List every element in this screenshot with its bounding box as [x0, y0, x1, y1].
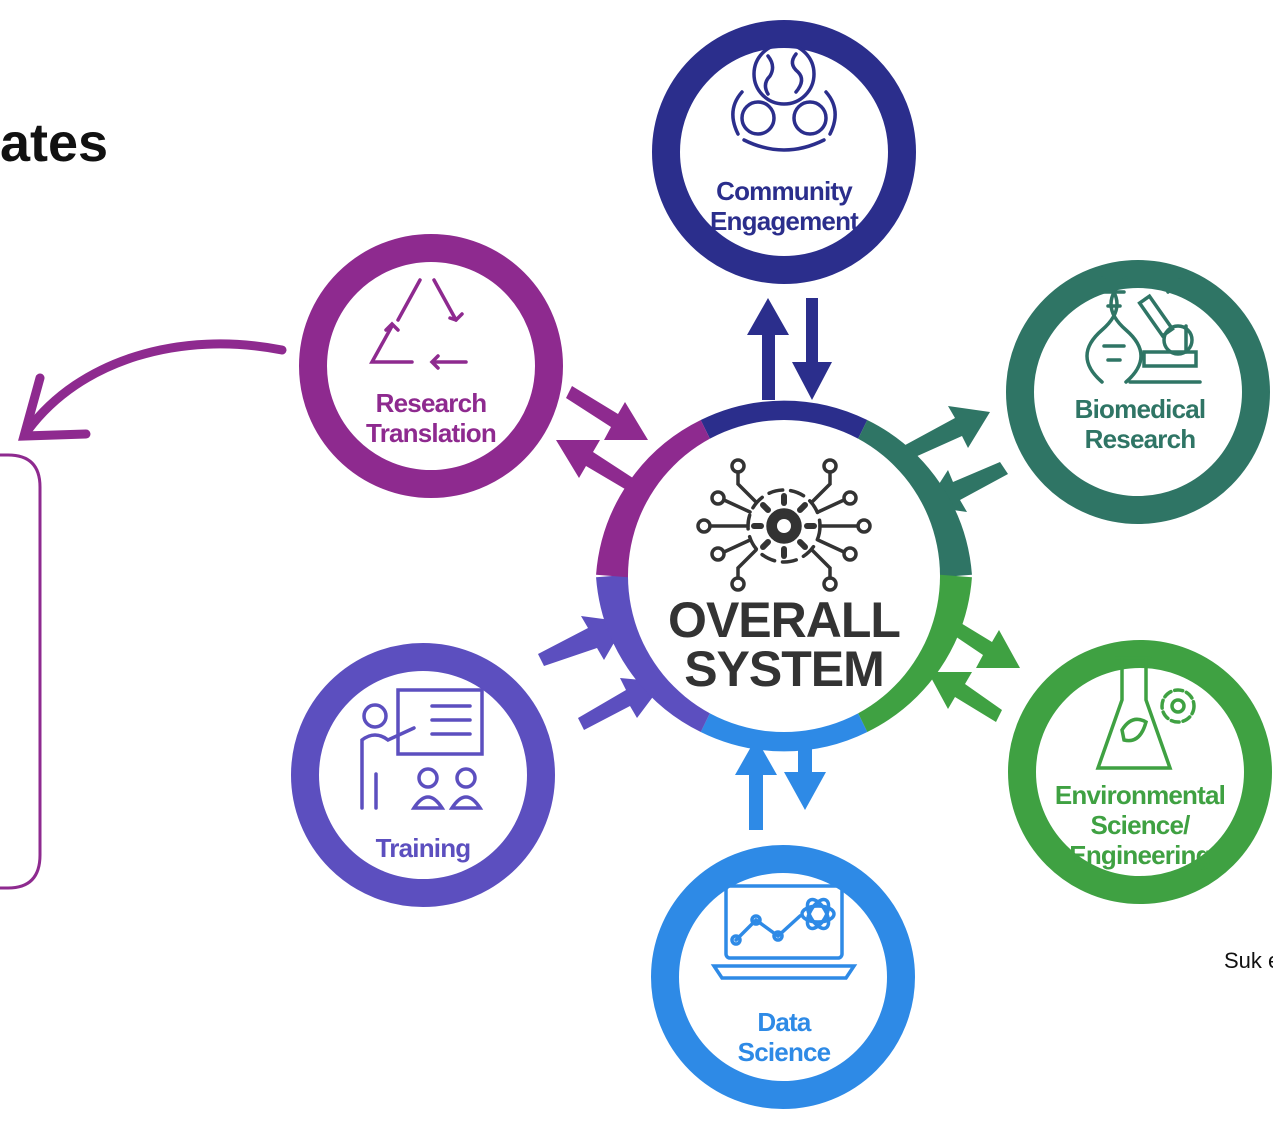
laptop-chart-icon — [710, 884, 858, 980]
environmental-label-line1: Environmental — [1055, 780, 1225, 810]
node-biomedical-research: Biomedical Research — [1006, 260, 1270, 524]
data-label-line2: Science — [738, 1037, 831, 1067]
environmental-label-line2: Science/ — [1090, 810, 1190, 840]
globe-icon — [731, 42, 837, 152]
callout-arrow — [18, 339, 287, 441]
center-label-line2: SYSTEM — [684, 641, 884, 697]
node-training: Training — [291, 643, 555, 907]
environmental-label-line3: Engineering — [1069, 840, 1210, 870]
presentation-icon — [360, 688, 484, 810]
flask-gear-icon — [1095, 656, 1196, 770]
community-label-line2: Engagement — [710, 206, 859, 236]
slide-heading: ates — [0, 113, 109, 173]
community-label-line1: Community — [716, 176, 853, 206]
training-label-line1: Training — [376, 833, 471, 863]
gear-circuit-icon — [696, 458, 872, 592]
center-label-line1: OVERALL — [668, 592, 900, 648]
connector-arrows — [538, 298, 1020, 830]
node-research-translation: Research Translation — [299, 234, 563, 498]
data-label-line1: Data — [757, 1007, 811, 1037]
research-label-line1: Research — [376, 388, 487, 418]
recycle-icon — [369, 278, 468, 370]
node-data-science: Data Science — [651, 845, 915, 1109]
node-community-engagement: Community Engagement — [652, 20, 916, 284]
citation-text: Suk et — [1224, 948, 1273, 973]
research-label-line2: Translation — [366, 418, 496, 448]
dna-microscope-icon — [1085, 276, 1202, 384]
biomedical-label-line2: Research — [1085, 424, 1196, 454]
callout-box — [0, 453, 42, 890]
center-ring — [596, 400, 972, 752]
biomedical-label-line1: Biomedical — [1075, 394, 1206, 424]
node-environmental-science: Environmental Science/ Engineering — [1008, 640, 1272, 904]
